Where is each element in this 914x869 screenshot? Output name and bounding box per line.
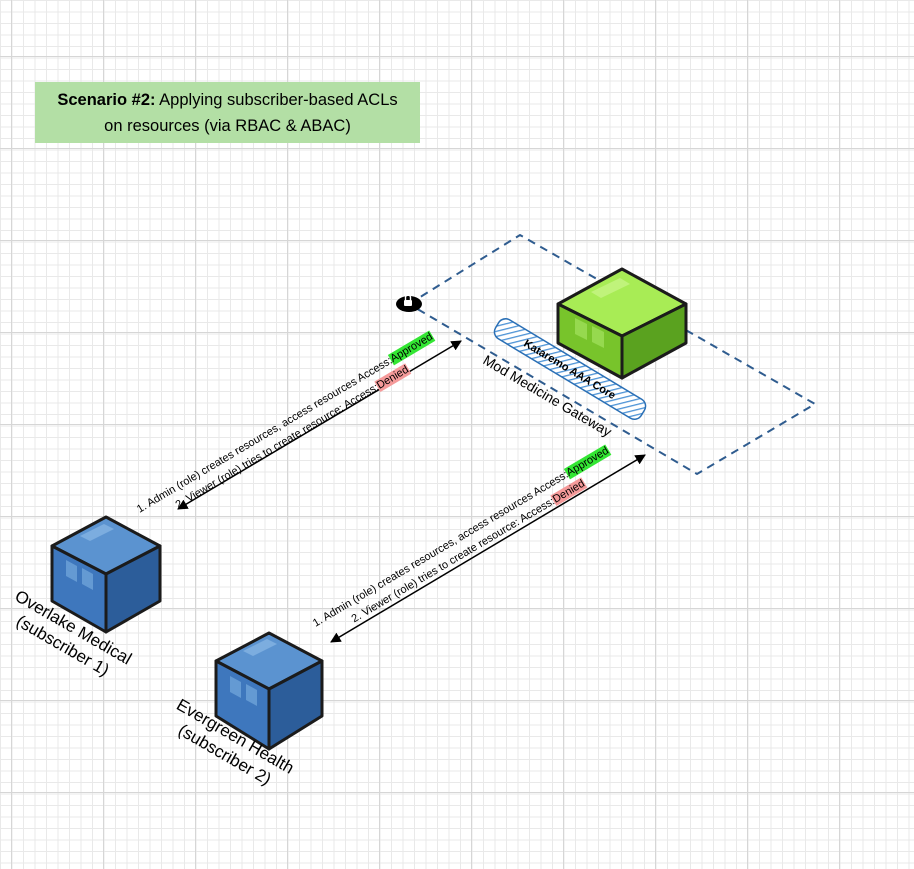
admin-flow-text: 1. Admin (role) creates resources, acces… <box>311 469 571 630</box>
aaa-core-box-icon <box>556 267 688 380</box>
scenario-number: Scenario #2: <box>57 90 156 109</box>
approved-status-highlight <box>563 444 612 480</box>
denied-status-highlight <box>374 363 412 392</box>
gateway-boundary <box>407 233 817 476</box>
admin-flow-text: 1. Admin (role) creates resources, acces… <box>135 355 395 516</box>
viewer-flow-text: 2. Viewer (role) tries to create resourc… <box>350 495 557 625</box>
viewer-flow-label: 2. Viewer (role) tries to create resourc… <box>174 364 411 512</box>
flow-arrow-subscriber-2 <box>330 454 646 643</box>
viewer-flow-label: 2. Viewer (role) tries to create resourc… <box>350 478 587 626</box>
scenario-title-box: Scenario #2: Applying subscriber-based A… <box>35 82 420 143</box>
scenario-title-text: Applying subscriber-based ACLs <box>155 90 398 109</box>
viewer-flow-text: 2. Viewer (role) tries to create resourc… <box>174 381 381 511</box>
approved-status-highlight <box>387 330 436 366</box>
approved-status: Approved <box>564 445 611 479</box>
scenario-title-line-1: Scenario #2: Applying subscriber-based A… <box>35 87 420 113</box>
scenario-title-line-2: on resources (via RBAC & ABAC) <box>104 116 351 135</box>
flow-labels-subscriber-2: 1. Admin (role) creates resources, acces… <box>311 444 612 630</box>
lock-icon <box>396 294 422 312</box>
denied-status-highlight <box>550 477 588 506</box>
admin-flow-label: 1. Admin (role) creates resources, acces… <box>311 445 611 630</box>
subscriber-2-box-icon <box>214 631 324 751</box>
flow-arrow-subscriber-1 <box>177 340 462 510</box>
admin-flow-label: 1. Admin (role) creates resources, acces… <box>135 331 435 516</box>
flow-labels-subscriber-1: 1. Admin (role) creates resources, acces… <box>135 330 436 516</box>
subscriber-1-box-icon <box>50 515 162 634</box>
